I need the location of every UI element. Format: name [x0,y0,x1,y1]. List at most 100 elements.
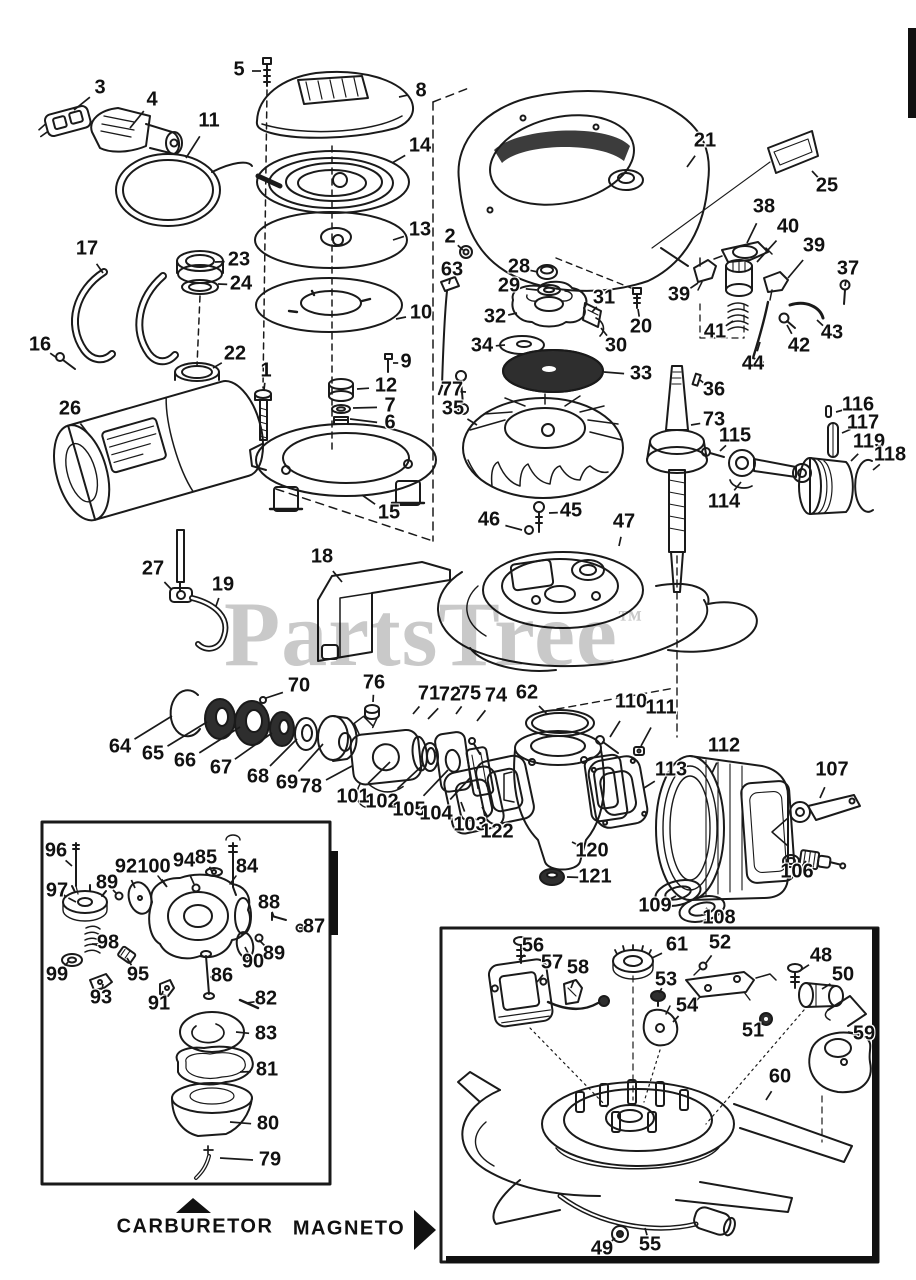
part-callout-55: 55 [638,1233,662,1256]
part-callout-20: 20 [629,315,653,338]
part-callout-70: 70 [287,674,311,697]
part-89-ball-2 [254,933,264,943]
part-40-sleeve [725,259,753,297]
part-121-nut [539,868,565,886]
carburetor-inset-box [40,820,338,1186]
part-27-fuel-pickup [169,529,193,603]
part-callout-98: 98 [96,931,120,954]
part-callout-11: 11 [198,109,220,132]
part-callout-43: 43 [820,321,844,344]
part-36-pin [691,372,702,387]
part-callout-8: 8 [415,79,427,102]
part-109-grommet [654,879,702,907]
part-10-sealing-plate [255,277,403,333]
part-7-washer [331,404,351,414]
part-callout-41: 41 [703,320,727,343]
part-callout-67: 67 [209,756,233,779]
part-callout-34: 34 [470,334,494,357]
part-113-gasket [587,755,649,829]
part-callout-59: 59 [852,1022,876,1045]
part-106-spark-plug [782,849,847,871]
part-35-flywheel [462,393,624,499]
part-callout-72: 72 [438,683,462,706]
part-25-decal [651,130,819,249]
part-callout-117: 117 [846,411,880,434]
part-99-packing [61,953,83,967]
part-callout-93: 93 [89,986,113,1009]
part-callout-90: 90 [241,950,265,973]
part-callout-35: 35 [441,397,465,420]
part-30-pawl-spring [595,317,605,337]
part-callout-2: 2 [444,225,456,248]
part-callout-114: 114 [707,490,741,513]
part-callout-62: 62 [515,681,539,704]
part-22-filler-neck [174,362,220,382]
part-callout-107: 107 [815,758,849,781]
part-callout-19: 19 [211,573,235,596]
part-98-spring [84,925,101,954]
part-90-disc [235,931,255,959]
part-callout-103: 103 [453,813,487,836]
part-91-link [159,979,175,997]
part-41-spring [727,302,749,331]
part-97-knob [59,884,108,922]
part-1-bolt [254,389,272,441]
part-callout-121: 121 [578,865,612,888]
part-120-crankcase [503,730,629,871]
part-callout-39: 39 [802,234,826,257]
part-callout-76: 76 [362,671,386,694]
part-39-clamp-right [763,271,789,301]
part-callout-105: 105 [392,798,426,821]
part-18-bracket [317,561,451,662]
part-63-link-rod [437,276,460,396]
part-callout-50: 50 [831,963,855,986]
part-49-grommet [611,1225,629,1243]
part-67-seal [269,711,295,747]
part-callout-120: 120 [575,839,609,862]
part-callout-51: 51 [741,1019,765,1042]
part-callout-31: 31 [592,286,616,309]
part-callout-53: 53 [654,968,678,991]
part-42-screw [778,312,796,329]
part-callout-12: 12 [374,374,398,397]
part-callout-96: 96 [44,839,68,862]
part-callout-58: 58 [566,956,590,979]
part-29-washer [537,284,561,296]
part-callout-17: 17 [75,237,99,260]
part-17-clamps [70,268,179,366]
part-callout-44: 44 [741,352,765,375]
part-callout-89: 89 [95,871,119,894]
part-callout-6: 6 [384,411,396,434]
part-66-bearing [234,700,270,746]
part-callout-24: 24 [229,272,253,295]
part-callout-83: 83 [254,1022,278,1045]
part-21-motor-cover [457,90,710,292]
part-callout-13: 13 [408,218,432,241]
part-callout-84: 84 [235,855,259,878]
part-108-grommet [678,895,726,923]
part-callout-23: 23 [227,248,251,271]
part-callout-21: 21 [693,129,717,152]
part-48-screw [787,963,803,989]
part-43-rod [788,301,825,320]
part-callout-56: 56 [521,934,545,957]
part-callout-37: 37 [836,257,860,280]
part-callout-54: 54 [675,994,699,1017]
part-callout-101: 101 [336,785,370,808]
part-callout-92: 92 [114,855,138,878]
scan-artifact-bar [908,28,916,118]
magneto-inset-box [439,926,880,1264]
part-callout-71: 71 [417,682,441,705]
part-callout-52: 52 [708,931,732,954]
part-13-friction-plate [254,211,408,269]
part-callout-28: 28 [507,255,531,278]
part-callout-104: 104 [419,802,453,825]
part-89-ball-1 [114,891,124,901]
part-callout-73: 73 [702,408,726,431]
part-38-bracket [713,241,773,263]
part-2-nut [459,245,473,259]
part-callout-16: 16 [28,333,52,356]
